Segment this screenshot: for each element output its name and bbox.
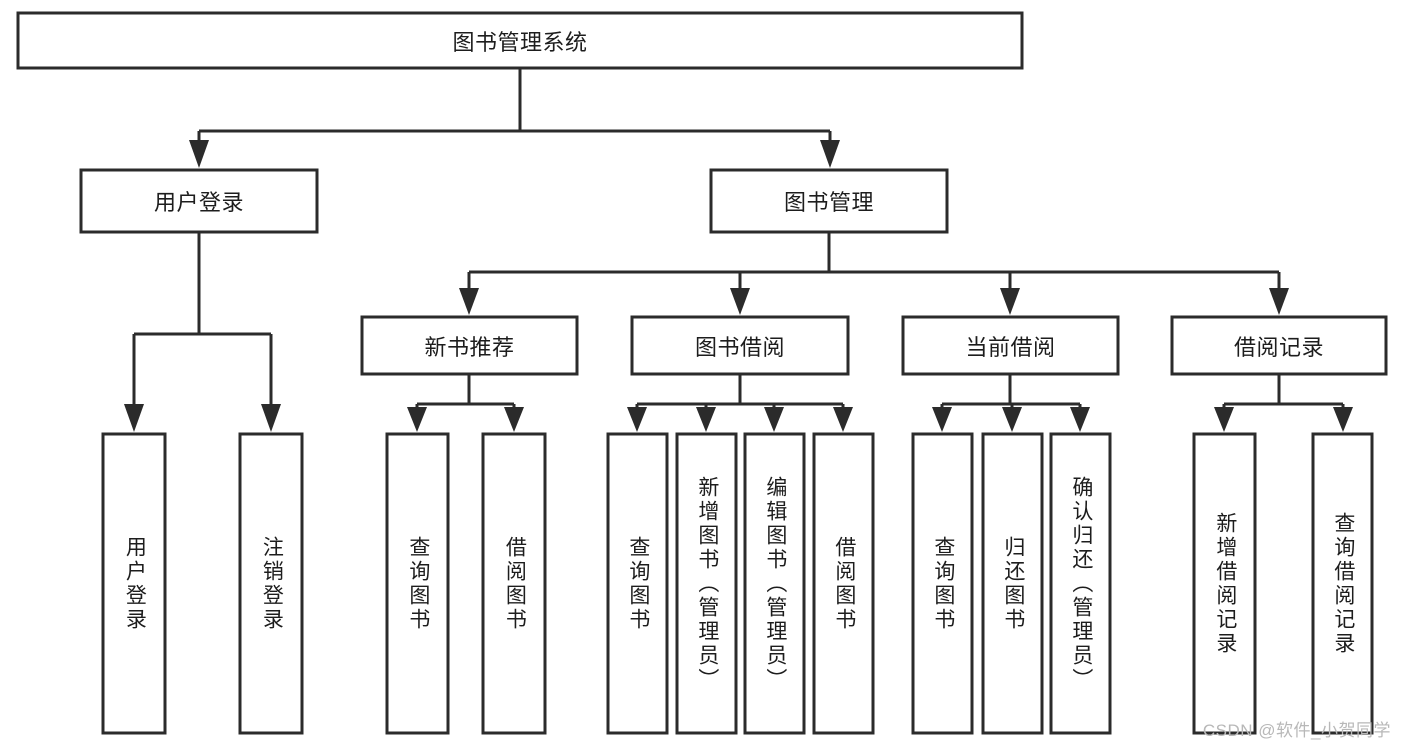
- arrow-head-icon: [459, 288, 479, 315]
- leaf-label: 查询借阅记录: [1331, 511, 1355, 656]
- leaf-label: 借阅图书: [503, 535, 527, 632]
- leaf-box[interactable]: [238, 432, 304, 735]
- leaf-box[interactable]: [101, 432, 167, 735]
- watermark-text: CSDN @软件_小贺同学: [1202, 721, 1391, 740]
- arrow-head-icon: [1214, 407, 1234, 432]
- node-box-current-borrow[interactable]: [901, 315, 1120, 376]
- arrow-head-icon: [764, 407, 784, 432]
- leaf-box[interactable]: [385, 432, 450, 735]
- leaf-label: 查询图书: [406, 535, 430, 632]
- arrow-head-icon: [1269, 288, 1289, 315]
- connector-borrow-to-leaves: [627, 374, 853, 432]
- node-box-borrow-records[interactable]: [1170, 315, 1388, 376]
- leaf-box[interactable]: [981, 432, 1044, 735]
- connector-records-to-leaves: [1214, 374, 1353, 432]
- connector-newbook-to-leaves: [407, 374, 524, 432]
- connector-current-to-leaves: [932, 374, 1090, 432]
- node-box-user-login[interactable]: [79, 168, 319, 234]
- arrow-head-icon: [504, 407, 524, 432]
- leaf-label: 编辑图书（管理员）: [763, 475, 787, 692]
- arrow-head-icon: [820, 140, 840, 168]
- node-box-new-book-recommend[interactable]: [360, 315, 579, 376]
- node-label-current-borrow: 当前借阅: [965, 334, 1056, 360]
- arrow-head-icon: [730, 288, 750, 315]
- connector-root-to-level2: [189, 68, 840, 168]
- leaf-label: 归还图书: [1001, 535, 1025, 632]
- node-label-user-login: 用户登录: [153, 190, 244, 215]
- leaf-label: 借阅图书: [832, 535, 856, 632]
- leaf-label: 确认归还（管理员）: [1069, 475, 1093, 692]
- arrow-head-icon: [932, 407, 952, 432]
- node-label-new-book-recommend: 新书推荐: [424, 334, 515, 360]
- arrow-head-icon: [407, 407, 427, 432]
- leaf-box[interactable]: [1192, 432, 1257, 735]
- node-label-root: 图书管理系统: [452, 29, 588, 55]
- leaf-box[interactable]: [743, 432, 806, 735]
- arrow-head-icon: [1002, 407, 1022, 432]
- leaf-box[interactable]: [1049, 432, 1112, 735]
- leaf-box[interactable]: [606, 432, 669, 735]
- arrow-head-icon: [261, 404, 281, 432]
- arrow-head-icon: [1070, 407, 1090, 432]
- arrow-head-icon: [627, 407, 647, 432]
- leaf-label: 新增图书（管理员）: [695, 475, 719, 692]
- arrow-head-icon: [696, 407, 716, 432]
- arrow-head-icon: [833, 407, 853, 432]
- connector-bookmgmt-to-level3: [459, 232, 1289, 315]
- leaf-label: 查询图书: [931, 535, 955, 632]
- node-label-borrow-records: 借阅记录: [1233, 334, 1324, 360]
- arrow-head-icon: [124, 404, 144, 432]
- leaf-box[interactable]: [675, 432, 738, 735]
- arrow-head-icon: [1333, 407, 1353, 432]
- node-box-book-management[interactable]: [709, 168, 949, 234]
- leaf-label: 查询图书: [626, 535, 650, 632]
- leaf-box[interactable]: [812, 432, 875, 735]
- leaf-label: 新增借阅记录: [1213, 511, 1237, 656]
- leaf-label: 注销登录: [260, 535, 284, 632]
- node-box-book-borrow[interactable]: [630, 315, 850, 376]
- node-label-book-borrow: 图书借阅: [694, 334, 785, 360]
- leaf-box[interactable]: [481, 432, 547, 735]
- leaf-box[interactable]: [1311, 432, 1374, 735]
- arrow-head-icon: [1000, 288, 1020, 315]
- node-box-root[interactable]: [16, 11, 1024, 70]
- arrow-head-icon: [189, 140, 209, 168]
- leaf-box[interactable]: [911, 432, 974, 735]
- connector-userlogin-to-leaves: [124, 232, 281, 432]
- node-label-book-management: 图书管理: [783, 190, 874, 215]
- leaf-label: 用户登录: [123, 535, 147, 632]
